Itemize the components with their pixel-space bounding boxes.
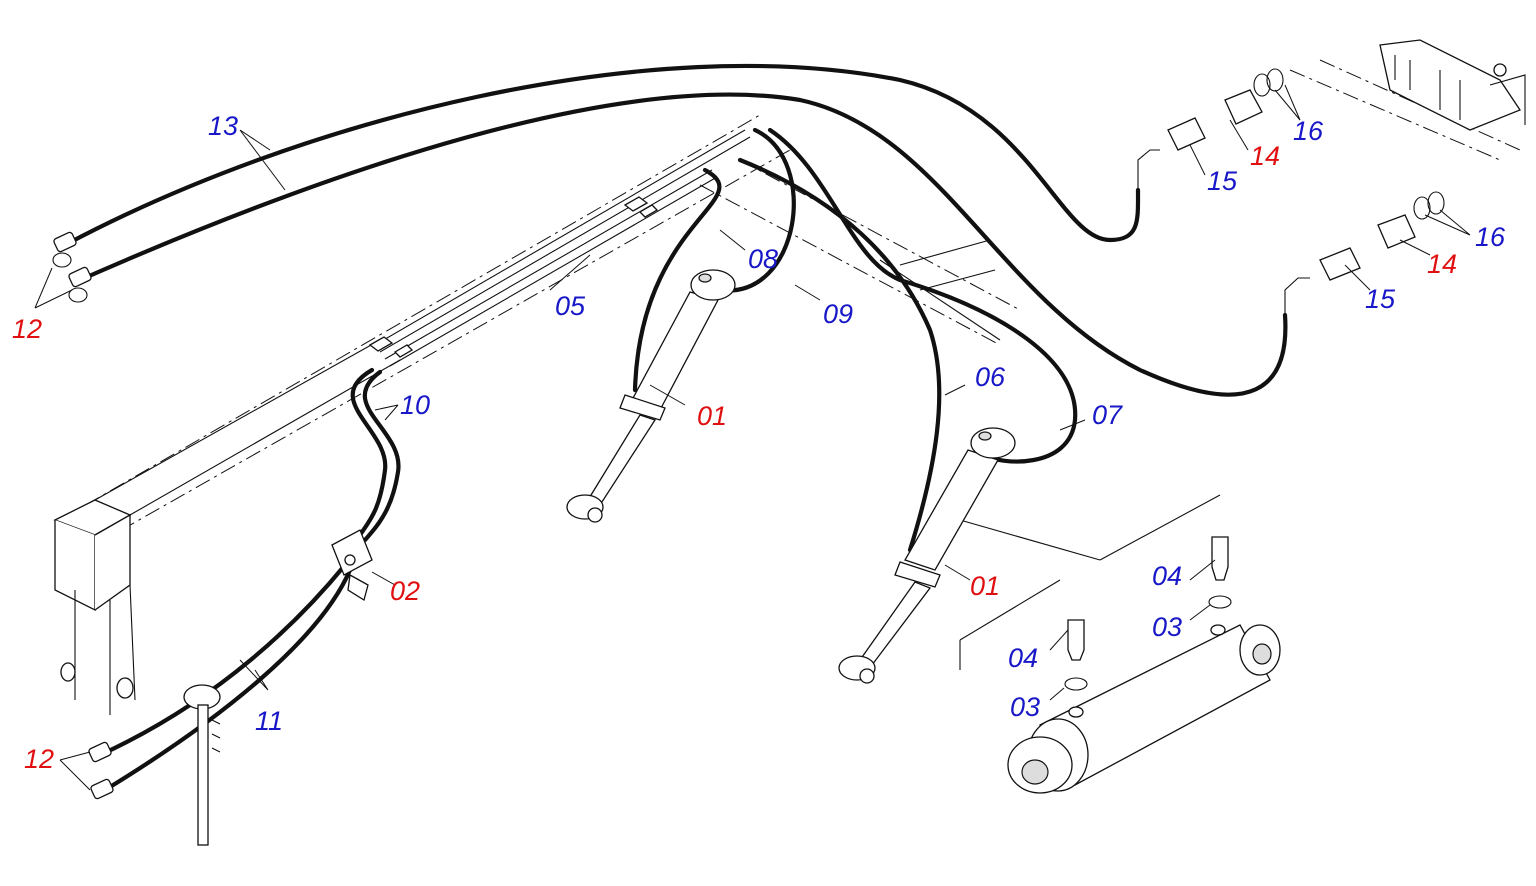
callout-08: 08 — [748, 244, 778, 274]
callout-11: 11 — [255, 706, 283, 736]
hose-13-b — [77, 92, 1288, 397]
callout-04-left: 04 — [1008, 643, 1038, 673]
callout-13: 13 — [208, 111, 238, 141]
callout-01-right: 01 — [970, 571, 1000, 601]
hose-stand — [183, 684, 221, 846]
callout-03-right: 03 — [1152, 612, 1182, 642]
cylinder-01-right — [838, 427, 1016, 684]
coupling-set-bottom — [1284, 191, 1445, 315]
callout-03-left: 03 — [1010, 692, 1040, 722]
callout-06: 06 — [975, 362, 1006, 392]
callout-01-left: 01 — [697, 401, 727, 431]
cylinder-01-left — [566, 269, 736, 523]
callout-16-top: 16 — [1293, 116, 1324, 146]
callout-14-bottom: 14 — [1427, 249, 1457, 279]
callout-09: 09 — [823, 299, 853, 329]
callout-07: 07 — [1092, 400, 1123, 430]
callout-10: 10 — [400, 390, 430, 420]
callout-12-bottom: 12 — [24, 744, 54, 774]
end-fittings — [52, 231, 114, 800]
coupling-set-top — [1137, 68, 1284, 190]
callout-16-bottom: 16 — [1475, 222, 1506, 252]
hose-13-a — [62, 63, 1141, 248]
leader-lines — [34, 84, 1471, 791]
callout-15-top: 15 — [1207, 166, 1238, 196]
callout-04-right: 04 — [1152, 561, 1182, 591]
callout-15-bottom: 15 — [1365, 284, 1396, 314]
detail-cylinder — [1007, 536, 1281, 794]
callout-12-top: 12 — [12, 314, 42, 344]
boom-frame — [53, 39, 1526, 715]
callout-labels: 13 12 05 08 09 10 01 06 07 02 01 11 12 1… — [12, 111, 1506, 774]
valve-block-02 — [331, 529, 373, 602]
rigid-pipes — [368, 129, 751, 367]
callout-05: 05 — [555, 291, 586, 321]
callout-02: 02 — [390, 576, 420, 606]
hoses — [62, 63, 1288, 793]
callout-14-top: 14 — [1250, 141, 1280, 171]
